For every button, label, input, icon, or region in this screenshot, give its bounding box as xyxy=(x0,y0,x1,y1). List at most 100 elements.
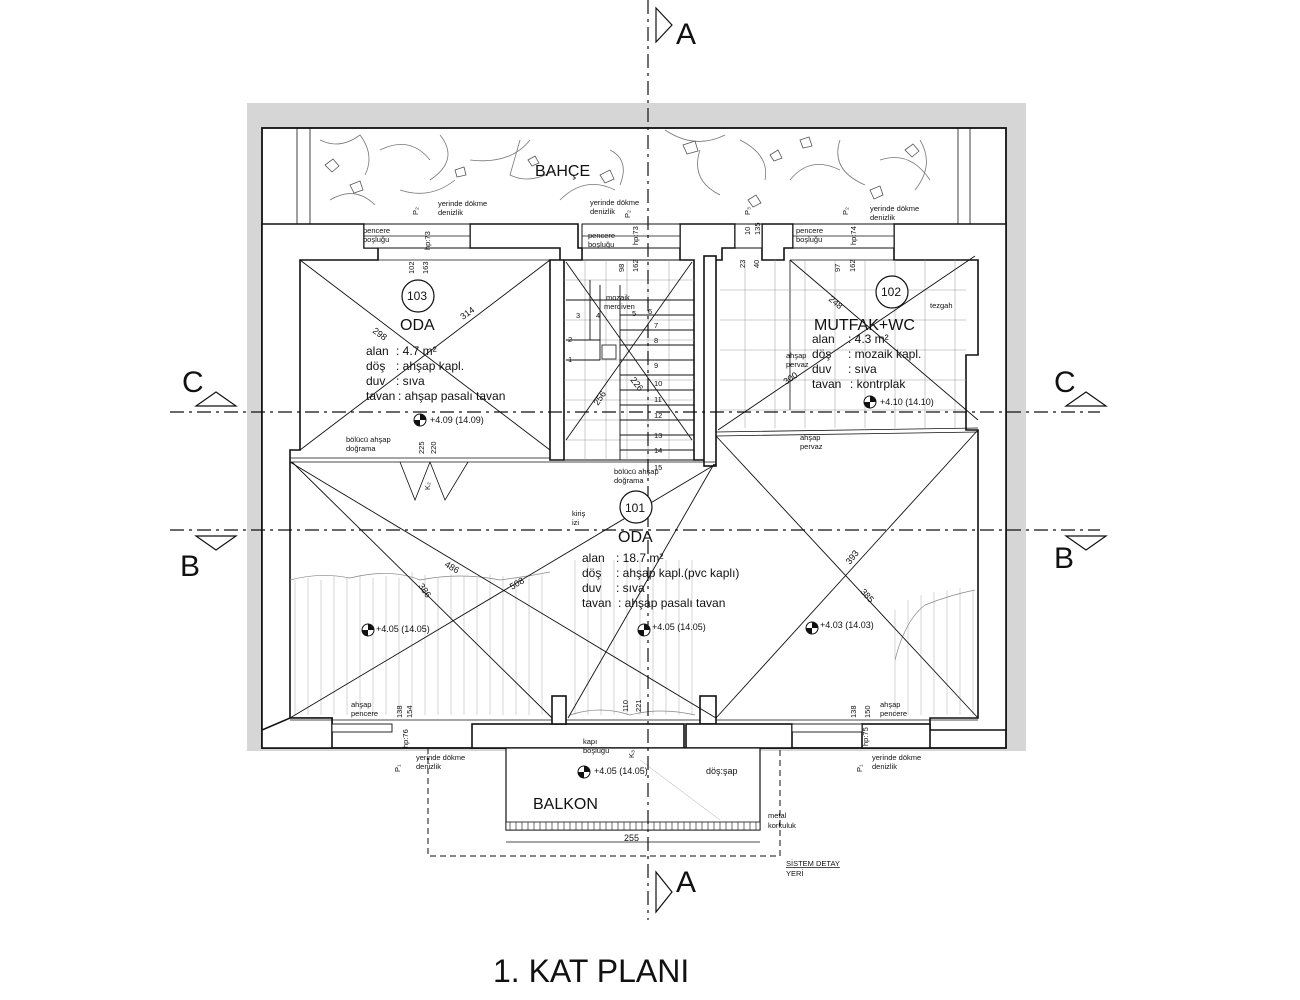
system-detail-2: YERİ xyxy=(786,869,804,878)
room-103-level: +4.09 (14.09) xyxy=(430,415,484,425)
room-101-name: ODA xyxy=(618,529,653,546)
room-102-row-3-key: tavan xyxy=(812,377,841,391)
room-number-markers xyxy=(401,275,909,524)
note-pencere-3a: pencere xyxy=(796,226,823,235)
note-bolucu-1a: bölücü ahşap xyxy=(346,435,391,444)
stair-step-numbers: 1 2 3 4 5 6 7 8 9 10 11 12 13 14 15 xyxy=(568,307,662,472)
room-102-level: +4.10 (14.10) xyxy=(880,397,934,407)
section-c-left-arrow xyxy=(194,391,238,407)
label-p3: P₃ xyxy=(743,207,752,215)
room-101-row-1-key: döş xyxy=(582,566,601,580)
label-d110: 110 xyxy=(621,700,630,712)
note-kapi-a: kapı xyxy=(583,737,597,746)
stair-step: 13 xyxy=(654,431,662,440)
room-103-row-1-key: döş xyxy=(366,359,385,373)
partitions xyxy=(290,259,979,721)
walls xyxy=(261,223,1007,749)
section-b-left-arrow xyxy=(194,535,238,551)
room-102-name: MUTFAK+WC xyxy=(814,317,915,334)
room-102-row-1-val: : mozaik kapl. xyxy=(848,347,921,361)
stair-step: 1 xyxy=(568,355,572,364)
label-d163: 163 xyxy=(421,261,430,274)
stair-label-2: merdiven xyxy=(604,302,635,311)
note-denizlik-2a: yerinde dökme xyxy=(590,198,639,207)
annotations: pencere boşluğu pencere boşluğu pencere … xyxy=(346,198,921,771)
balcony-label: BALKON xyxy=(533,796,598,813)
room-101-level-mid: +4.05 (14.05) xyxy=(652,622,706,632)
note-pencere-2b: boşluğu xyxy=(588,240,614,249)
section-b-left-label: B xyxy=(180,550,200,583)
note-bolucu-2b: doğrama xyxy=(614,476,644,485)
note-denizlik-1a: yerinde dökme xyxy=(438,199,487,208)
stair-step: 3 xyxy=(576,311,580,320)
label-hp74: hp:74 xyxy=(849,226,858,245)
label-d135: 135 xyxy=(753,222,762,235)
section-c-right-label: C xyxy=(1054,366,1076,399)
section-c-left-label: C xyxy=(182,366,204,399)
section-lines: A A C C B B xyxy=(170,0,1108,920)
stair-label-1: mozaik xyxy=(606,293,630,302)
note-denizlik-3b: denizlik xyxy=(870,213,895,222)
stair xyxy=(563,259,695,461)
label-d221: 221 xyxy=(634,699,643,712)
note-denizlik-2b: denizlik xyxy=(590,207,615,216)
label-p2-1: P₂ xyxy=(411,207,420,215)
section-a-top-arrow xyxy=(655,6,673,44)
balcony-railing-2: korkuluk xyxy=(768,821,796,830)
room-103-row-3-key: tavan xyxy=(366,389,395,403)
label-p1-1: P₁ xyxy=(393,764,402,772)
room-102-row-2-key: duv xyxy=(812,362,831,376)
room-103-row-0-key: alan xyxy=(366,344,389,358)
room-102-row-0-key: alan xyxy=(812,332,835,346)
level-markers xyxy=(361,395,877,779)
note-pervaz-2a: ahşap xyxy=(800,433,820,442)
note-ahsap-pencere-1a: ahşap xyxy=(351,700,371,709)
balcony-level: +4.05 (14.05) xyxy=(594,766,648,776)
stair-step: 10 xyxy=(654,379,662,388)
room-101-level-right: +4.03 (14.03) xyxy=(820,620,874,630)
note-bolucu-1b: doğrama xyxy=(346,444,376,453)
label-d150: 150 xyxy=(863,705,872,718)
room-101-row-2-val: : sıva xyxy=(616,581,645,595)
stair-step: 4 xyxy=(596,311,600,320)
stair-step: 14 xyxy=(654,446,662,455)
note-denizlik-3a: yerinde dökme xyxy=(870,204,919,213)
note-pencere-1a: pencere xyxy=(363,226,390,235)
page-title: 1. KAT PLANI xyxy=(493,953,689,989)
label-d102: 102 xyxy=(407,261,416,274)
balcony xyxy=(427,747,781,857)
label-hp73-2: hp:73 xyxy=(631,226,640,245)
room-103-diagonals xyxy=(299,259,551,451)
note-kiris-a: kiriş xyxy=(572,509,586,518)
label-d97: 97 xyxy=(833,264,842,272)
room-102-row-3-val: : kontrplak xyxy=(850,377,906,391)
room-103-row-0-val: : 4.7 m² xyxy=(396,344,437,358)
label-hp75: hp:75 xyxy=(861,727,870,746)
stair-step: 15 xyxy=(654,463,662,472)
stair-step: 5 xyxy=(632,309,636,318)
room-101-row-0-key: alan xyxy=(582,551,605,565)
note-pencere-2a: pencere xyxy=(588,231,615,240)
label-d138b: 138 xyxy=(849,705,858,718)
dimension-labels: P₂ hp:73 102 163 P₂ hp:73 98 162 P₃ 10 1… xyxy=(393,207,872,772)
section-a-top-label: A xyxy=(676,18,696,51)
room-102-row-0-val: : 4.3 m² xyxy=(848,332,889,346)
note-pencere-3b: boşluğu xyxy=(796,235,822,244)
note-denizlik-4b: denizlik xyxy=(416,762,441,771)
note-ahsap-pencere-2b: pencere xyxy=(880,709,907,718)
section-b-right-arrow xyxy=(1064,535,1108,551)
note-denizlik-1b: denizlik xyxy=(438,208,463,217)
room-101-row-1-val: : ahşap kapl.(pvc kaplı) xyxy=(616,566,739,580)
note-ahsap-pencere-2a: ahşap xyxy=(880,700,900,709)
label-d10: 10 xyxy=(743,227,752,235)
label-k2: K₂ xyxy=(423,482,432,490)
section-a-bottom-arrow xyxy=(655,870,673,914)
south-openings xyxy=(331,461,863,733)
room-101-row-3-key: tavan xyxy=(582,596,611,610)
note-denizlik-4a: yerinde dökme xyxy=(416,753,465,762)
room-102-row-1-key: döş xyxy=(812,347,831,361)
stair-step: 11 xyxy=(654,395,662,404)
room-102-counter: tezgah xyxy=(930,301,953,310)
note-ahsap-pencere-1b: pencere xyxy=(351,709,378,718)
